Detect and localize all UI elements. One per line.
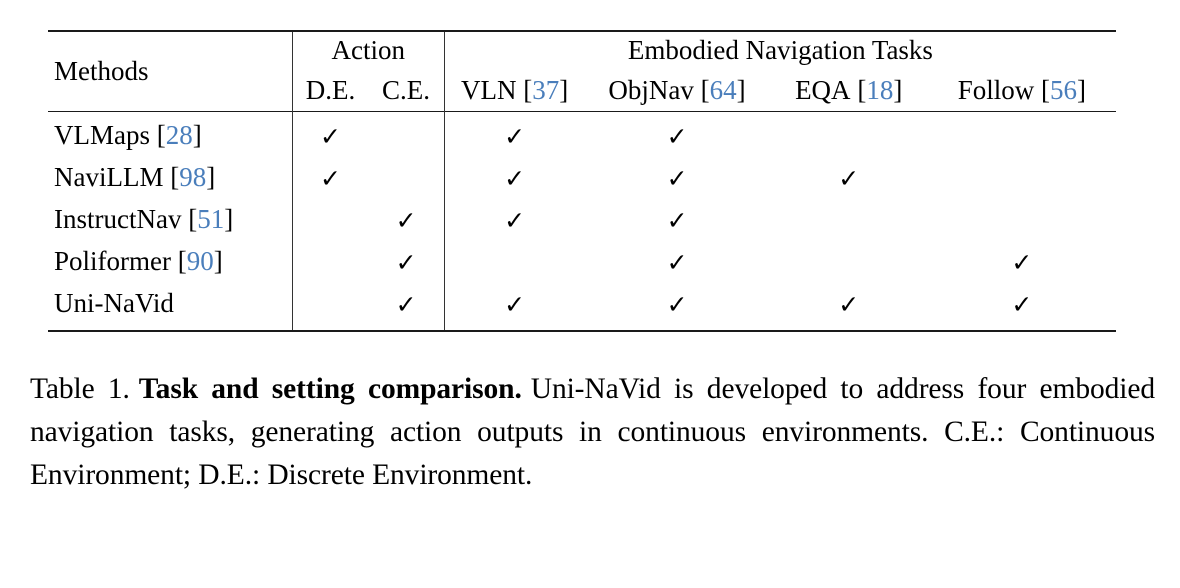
cell-objnav: ✓ <box>584 157 769 199</box>
checkmark-icon: ✓ <box>1011 290 1033 320</box>
checkmark-icon: ✓ <box>504 206 526 236</box>
cell-follow: ✓ <box>928 241 1116 283</box>
checkmark-icon: ✓ <box>504 290 526 320</box>
cell-eqa: ✓ <box>770 157 928 199</box>
checkmark-icon: ✓ <box>504 122 526 152</box>
cell-ce <box>368 157 444 199</box>
cell-ce: ✓ <box>368 199 444 241</box>
header-ce: C.E. <box>382 74 431 105</box>
cell-objnav: ✓ <box>584 111 770 157</box>
table-row: NaviLLM [98] ✓ ✓ ✓ ✓ <box>48 157 1116 199</box>
header-follow-cite: [56] <box>1034 74 1087 105</box>
cell-de <box>291 283 369 331</box>
cell-objnav: ✓ <box>584 199 769 241</box>
header-de: D.E. <box>291 70 369 112</box>
cell-objnav: ✓ <box>584 283 769 331</box>
header-action-group: Action <box>291 30 445 70</box>
checkmark-icon: ✓ <box>504 164 526 194</box>
header-follow-label: Follow <box>957 74 1035 105</box>
table-row: Poliformer [90] ✓ ✓ ✓ <box>48 241 1116 283</box>
table-row: InstructNav [51] ✓ ✓ ✓ <box>48 199 1116 241</box>
cell-vln: ✓ <box>443 111 585 157</box>
header-vln-label: VLN <box>461 74 517 105</box>
cell-eqa <box>770 199 928 241</box>
checkmark-icon: ✓ <box>666 122 688 152</box>
header-eqa: EQA [18] <box>770 70 928 112</box>
method-citation: [51] <box>181 204 234 235</box>
cell-de: ✓ <box>291 111 369 157</box>
method-label: VLMaps <box>54 120 150 151</box>
table-caption: Table 1.Task and setting comparison.Uni-… <box>30 368 1155 496</box>
row-method-name: InstructNav [51] <box>48 199 292 241</box>
checkmark-icon: ✓ <box>666 290 688 320</box>
header-objnav-cite: [64] <box>693 74 746 105</box>
cell-vln: ✓ <box>443 157 585 199</box>
cell-follow: ✓ <box>928 283 1116 331</box>
cell-follow <box>927 111 1116 157</box>
table-header-group-row: Methods Action Embodied Navigation Tasks <box>48 30 1116 112</box>
method-label: Poliformer <box>54 246 171 277</box>
row-method-name: NaviLLM [98] <box>48 157 292 199</box>
table-row: VLMaps [28] ✓ ✓ ✓ <box>48 111 1116 157</box>
method-citation: [90] <box>170 246 223 277</box>
table-header-sub-row: D.E. C.E. VLN [37] ObjNav [64] EQA [18] … <box>48 70 1116 112</box>
comparison-table-container: Methods Action Embodied Navigation Tasks… <box>48 30 1116 333</box>
method-citation: [28] <box>150 120 202 151</box>
cell-vln: ✓ <box>443 199 585 241</box>
cell-follow <box>928 199 1116 241</box>
row-method-name: Poliformer [90] <box>48 241 292 283</box>
table-bottom-rule <box>48 330 1116 333</box>
checkmark-icon: ✓ <box>320 164 341 194</box>
caption-bold-title: Task and setting comparison. <box>138 373 522 405</box>
header-objnav: ObjNav [64] <box>584 70 769 112</box>
checkmark-icon: ✓ <box>666 164 688 194</box>
checkmark-icon: ✓ <box>395 248 417 278</box>
header-follow: Follow [56] <box>928 70 1116 112</box>
header-methods: Methods <box>48 30 293 112</box>
checkmark-icon: ✓ <box>666 206 688 236</box>
table-row: Uni-NaVid ✓ ✓ ✓ ✓ ✓ <box>48 283 1116 331</box>
comparison-table: Methods Action Embodied Navigation Tasks… <box>48 30 1116 333</box>
header-eqa-label: EQA <box>795 74 851 105</box>
cell-ce <box>368 111 445 157</box>
method-label: InstructNav <box>54 204 182 235</box>
cell-eqa <box>770 241 928 283</box>
checkmark-icon: ✓ <box>395 290 417 320</box>
cell-ce: ✓ <box>368 283 444 331</box>
cell-de <box>291 241 369 283</box>
method-label: Uni-NaVid <box>54 288 174 319</box>
cell-eqa: ✓ <box>770 283 928 331</box>
cell-de <box>291 199 369 241</box>
cell-de: ✓ <box>291 157 369 199</box>
checkmark-icon: ✓ <box>1011 248 1033 278</box>
header-vln-cite: [37] <box>516 74 569 105</box>
cell-eqa <box>769 111 928 157</box>
checkmark-icon: ✓ <box>320 122 341 152</box>
method-citation: [98] <box>163 162 216 193</box>
row-method-name: VLMaps [28] <box>48 111 293 157</box>
cell-vln: ✓ <box>443 283 585 331</box>
row-method-name: Uni-NaVid <box>48 283 292 331</box>
cell-objnav: ✓ <box>584 241 769 283</box>
cell-follow <box>928 157 1116 199</box>
checkmark-icon: ✓ <box>666 248 688 278</box>
checkmark-icon: ✓ <box>395 206 417 236</box>
table-body: VLMaps [28]✓✓✓NaviLLM [98]✓✓✓✓InstructNa… <box>48 111 1116 331</box>
checkmark-icon: ✓ <box>838 164 860 194</box>
cell-vln <box>443 241 585 283</box>
header-objnav-label: ObjNav <box>608 74 694 105</box>
header-tasks-group: Embodied Navigation Tasks <box>443 30 1116 70</box>
cell-ce: ✓ <box>368 241 444 283</box>
method-label: NaviLLM <box>54 162 164 193</box>
checkmark-icon: ✓ <box>838 290 860 320</box>
header-eqa-cite: [18] <box>850 74 903 105</box>
header-vln: VLN [37] <box>443 70 585 112</box>
caption-label: Table 1. <box>30 373 130 405</box>
caption-body: Uni-NaVid is developed to address four e… <box>30 373 1156 491</box>
